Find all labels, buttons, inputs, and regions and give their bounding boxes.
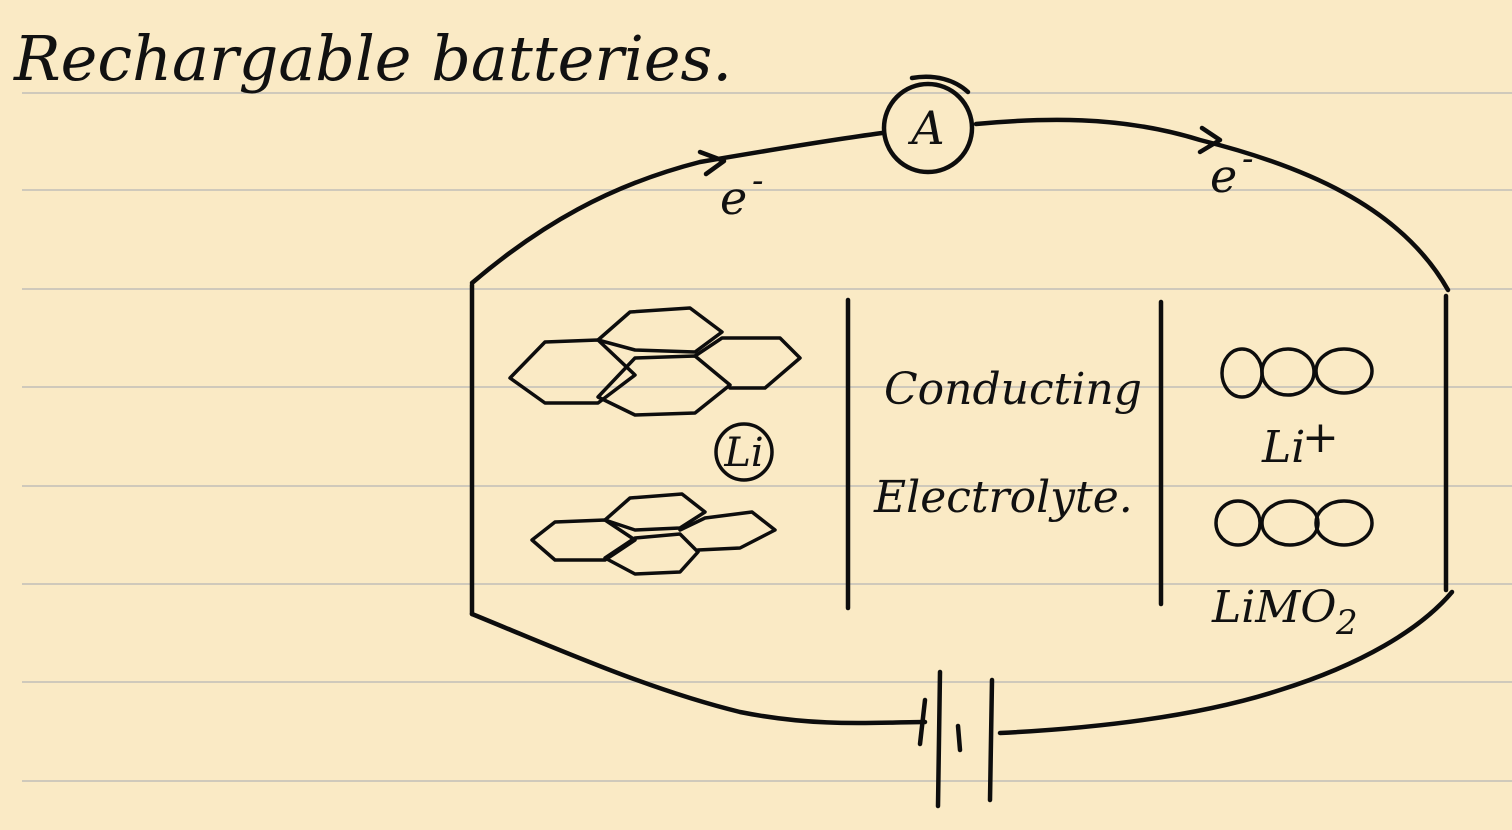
cathode-material-subscript: 2 [1335,603,1358,643]
bottom-wire-right [997,589,1455,736]
electron-label-left: e [720,171,747,225]
ruled-line [22,583,1512,585]
electrolyte-label-line1: Conducting [884,364,1142,415]
cathode-material-label: LiMO [1211,582,1336,633]
electrolyte-label-line2: Electrolyte. [873,472,1133,523]
lithium-atom-circle [714,422,774,482]
page-title: Rechargable batteries. [13,22,732,95]
electron-label-right: e [1210,149,1237,203]
ammeter-circle [881,81,975,175]
battery-symbol [917,669,995,809]
bottom-wire-left [469,611,928,726]
ruled-line [22,780,1512,782]
ruled-line [22,681,1512,683]
graphite-layer-lower [530,492,777,576]
ammeter-label: A [907,101,944,155]
top-wire-right [973,117,1451,293]
metal-oxide-row-lower [1214,499,1374,547]
arrow-right-icon [1197,125,1223,155]
ruled-line [22,189,1512,191]
arrow-left-icon [697,149,727,177]
electron-charge-left: - [752,161,764,201]
ammeter-hat-icon [909,74,971,95]
ruled-line [22,92,1512,94]
electron-charge-right: - [1242,139,1254,179]
lithium-ion-charge: + [1302,412,1339,463]
top-wire-left [469,130,885,286]
ruled-line [22,485,1512,487]
lithium-atom-label: Li [723,430,763,476]
graphite-layer-upper [508,306,802,417]
ruled-line [22,288,1512,290]
lithium-ion-row-upper [1220,347,1374,399]
lithium-ion-label: Li [1261,422,1305,473]
